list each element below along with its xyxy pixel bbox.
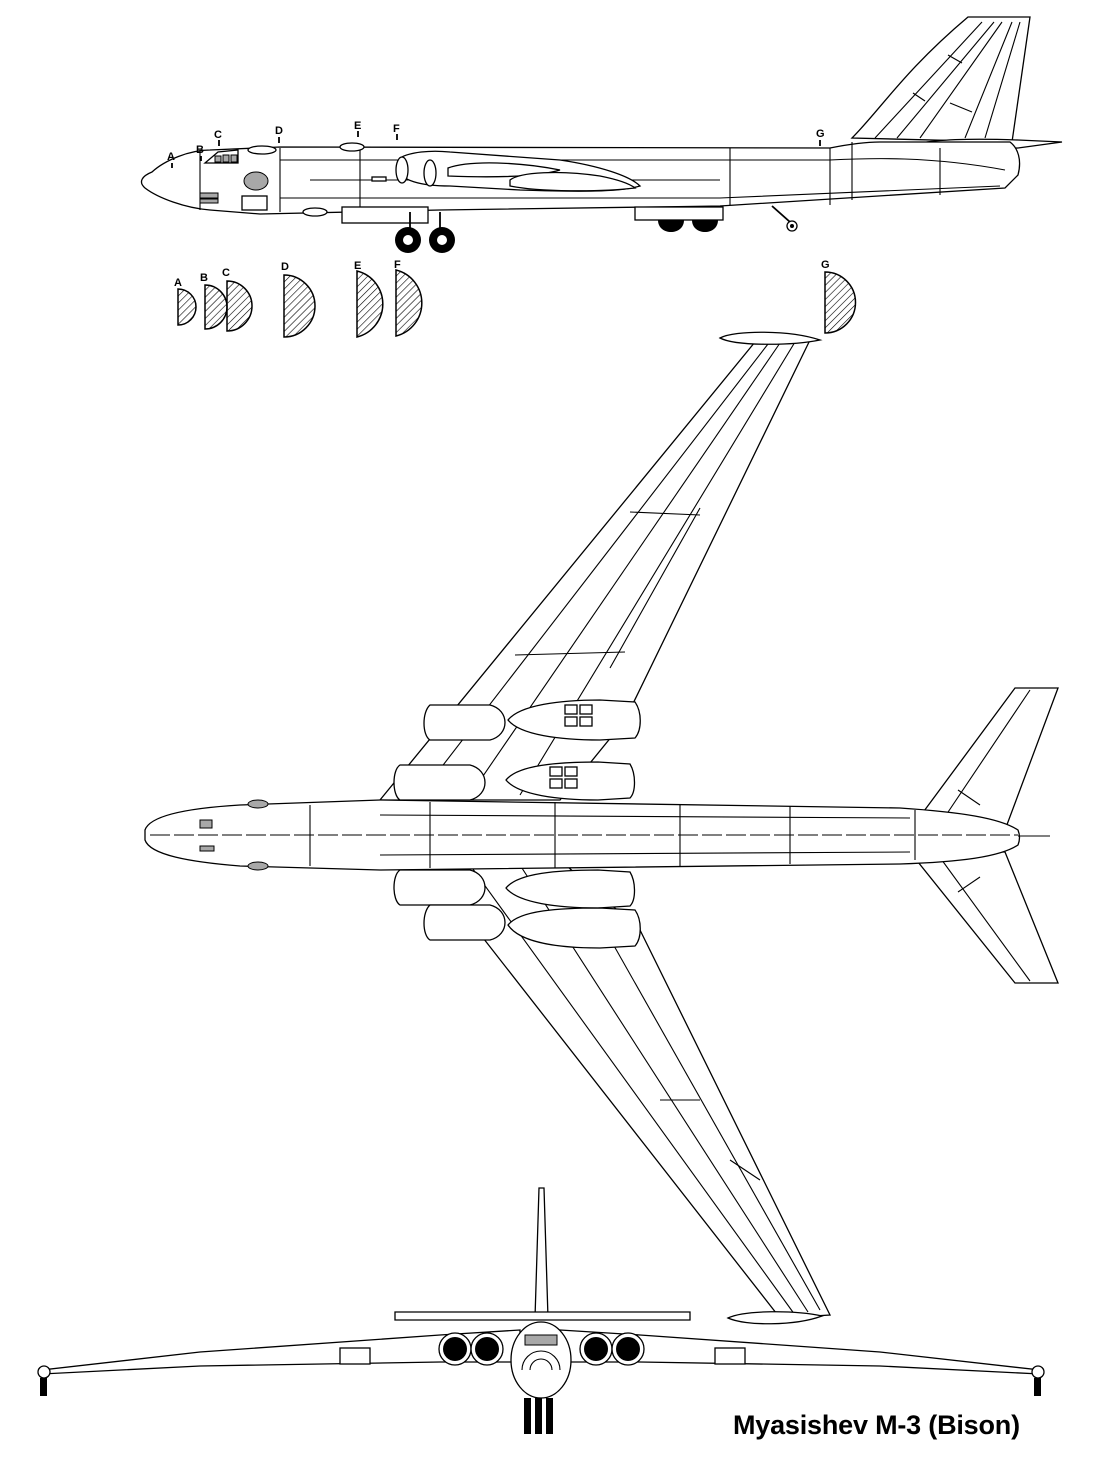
side-tail-gear <box>771 205 798 232</box>
cross-section-c <box>226 280 253 332</box>
side-view: A B C D E F G <box>140 16 1063 253</box>
side-main-gear-rear <box>658 220 718 232</box>
section-marker-c: C <box>214 129 222 141</box>
section-marker-g: G <box>816 128 825 140</box>
cross-section-label-b: B <box>200 272 208 284</box>
plan-wing-upper <box>378 339 812 801</box>
front-wingtip-gear-left <box>37 1365 51 1396</box>
front-horizontal-stabilizer <box>394 1311 691 1321</box>
section-marker-b: B <box>196 144 204 156</box>
side-vertical-tail <box>850 16 1031 143</box>
cross-section-label-a: A <box>174 277 182 289</box>
section-marker-f: F <box>393 123 400 135</box>
plan-engines-upper <box>393 699 641 801</box>
front-landing-gear <box>524 1398 553 1434</box>
cross-section-e <box>356 270 384 338</box>
cross-section-label-e: E <box>354 260 361 272</box>
front-vertical-fin <box>534 1187 549 1319</box>
section-marker-d: D <box>275 125 283 137</box>
section-marker-e: E <box>354 120 361 132</box>
cross-section-f <box>395 269 423 337</box>
front-wingtip-gear-right <box>1031 1365 1045 1396</box>
side-window <box>243 171 269 191</box>
cross-section-b <box>204 284 228 330</box>
cross-section-label-c: C <box>222 267 230 279</box>
cross-sections: A B C D E F G <box>174 259 857 338</box>
plan-view <box>144 331 1059 1325</box>
cross-section-label-g: G <box>821 259 830 271</box>
plan-engines-lower <box>393 869 641 949</box>
side-main-gear-front <box>395 212 455 253</box>
cross-section-a <box>177 288 197 326</box>
cross-section-label-f: F <box>394 259 401 271</box>
front-fuselage <box>510 1321 572 1399</box>
cross-section-g <box>824 271 857 334</box>
drawing-title: Myasishev M-3 (Bison) <box>733 1410 1020 1440</box>
cross-section-label-d: D <box>281 261 289 273</box>
section-marker-a: A <box>167 151 175 163</box>
front-engine-intakes <box>438 1332 645 1366</box>
front-view <box>37 1187 1045 1434</box>
cross-section-d <box>283 274 316 338</box>
